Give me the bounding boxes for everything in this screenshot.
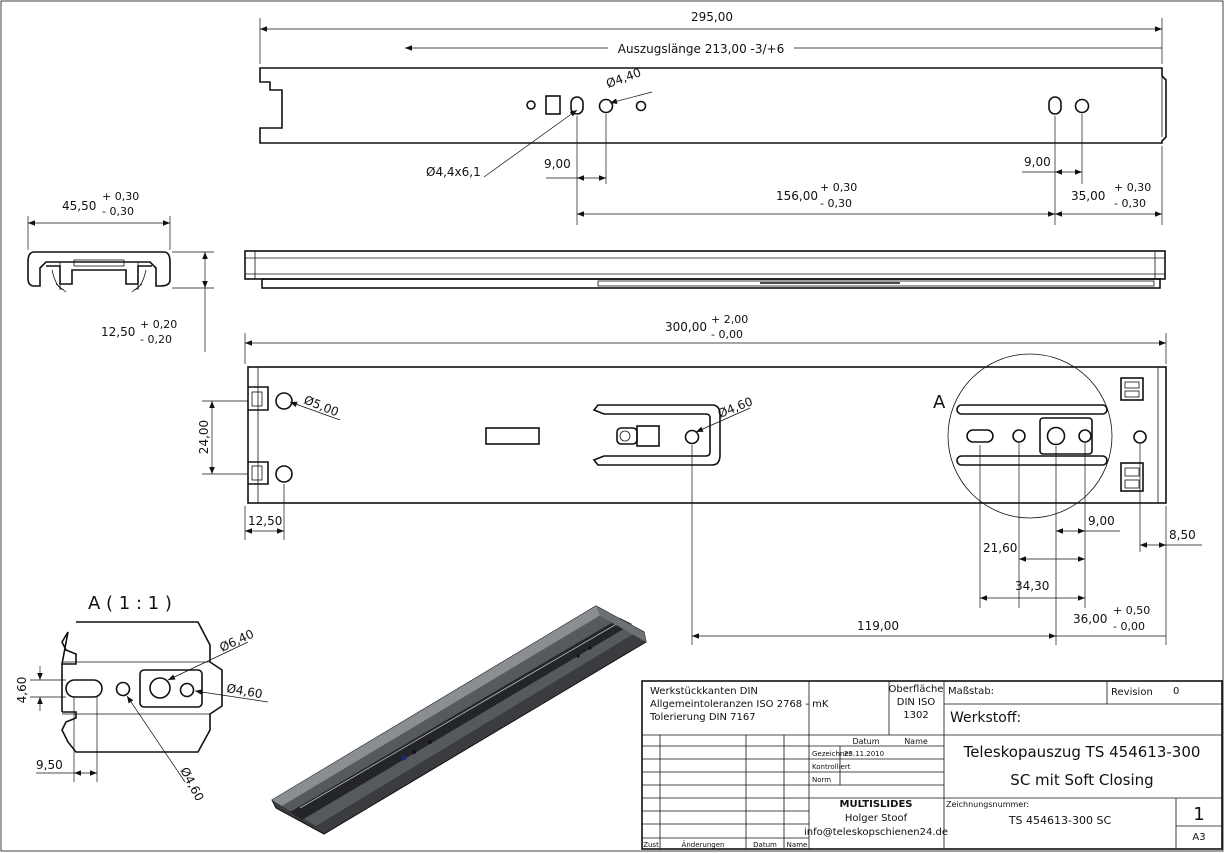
detail-phi-460-b: Ø4,60 bbox=[177, 765, 206, 804]
rect-window bbox=[485, 427, 540, 445]
detail-circle-a bbox=[947, 353, 1113, 519]
note-line-1: Werkstückkanten DIN bbox=[650, 686, 758, 697]
dim-300: 300,00 bbox=[665, 320, 707, 334]
dim-1250-tol-minus: - 0,20 bbox=[140, 333, 172, 346]
dim-850: 8,50 bbox=[1169, 528, 1196, 542]
dim-1250: 12,50 bbox=[101, 325, 135, 339]
detail-phi-640: Ø6,40 bbox=[217, 627, 256, 655]
dim-156-tol-plus: + 0,30 bbox=[820, 181, 857, 194]
detail-460: 4,60 bbox=[15, 677, 29, 704]
sheet-number: 1 bbox=[1193, 804, 1204, 825]
detail-title: A ( 1 : 1 ) bbox=[88, 593, 172, 614]
detail-a: A ( 1 : 1 ) Ø6,40 Ø4,60 Ø4,60 4,60 9,50 bbox=[15, 593, 269, 804]
note-line-2: Allgemeintoleranzen ISO 2768 - mK bbox=[650, 699, 829, 710]
dim-1250-bottom: 12,50 bbox=[248, 514, 282, 528]
oblong-hole bbox=[1048, 96, 1062, 115]
title-line-2: SC mit Soft Closing bbox=[1010, 771, 1153, 789]
isometric-view bbox=[271, 605, 647, 835]
footer-name: Name bbox=[787, 841, 808, 849]
person-name: Holger Stoof bbox=[845, 813, 908, 824]
hole-phi5 bbox=[275, 392, 293, 410]
scale-label: Maßstab: bbox=[948, 686, 994, 697]
dim-35: 35,00 bbox=[1071, 189, 1105, 203]
footer-date: Datum bbox=[753, 841, 777, 849]
drawing-number-label: Zeichnungsnummer: bbox=[946, 800, 1029, 809]
oblong-hole bbox=[570, 96, 584, 115]
dim-slot-size: Ø4,4x6,1 bbox=[426, 165, 481, 179]
dim-1250-tol-plus: + 0,20 bbox=[140, 318, 177, 331]
row-checked: Kontrolliert bbox=[812, 763, 851, 771]
dim-extension-length: Auszugslänge 213,00 -3/+6 bbox=[618, 42, 784, 56]
dim-24: 24,00 bbox=[197, 420, 211, 454]
dim-35-tol-plus: + 0,30 bbox=[1114, 181, 1151, 194]
dim-36-tol-plus: + 0,50 bbox=[1113, 604, 1150, 617]
dim-300-tol-minus: - 0,00 bbox=[711, 328, 743, 341]
dim-36: 36,00 bbox=[1073, 612, 1107, 626]
surface-value-2: 1302 bbox=[903, 710, 928, 721]
dim-phi-500: Ø5,00 bbox=[302, 393, 341, 420]
dim-35-tol-minus: - 0,30 bbox=[1114, 197, 1146, 210]
dim-9-right: 9,00 bbox=[1024, 155, 1051, 169]
dim-4550-tol-plus: + 0,30 bbox=[102, 190, 139, 203]
surface-label: Oberfläche bbox=[889, 684, 944, 695]
row-norm: Norm bbox=[812, 776, 831, 784]
dim-3430: 34,30 bbox=[1015, 579, 1049, 593]
dim-4550: 45,50 bbox=[62, 199, 96, 213]
title-block: Werkstückkanten DIN Allgemeintoleranzen … bbox=[641, 680, 1223, 850]
dim-156: 156,00 bbox=[776, 189, 818, 203]
row-drawn: Gezeichnet bbox=[812, 750, 852, 758]
dim-phi-440: Ø4,40 bbox=[604, 65, 643, 91]
revision-label: Revision bbox=[1111, 687, 1153, 698]
hole bbox=[526, 100, 536, 110]
row-drawn-date: 23.11.2010 bbox=[844, 750, 884, 758]
dim-9-bottom: 9,00 bbox=[1088, 514, 1115, 528]
hole bbox=[1074, 98, 1090, 114]
material-label: Werkstoff: bbox=[950, 710, 1021, 726]
col-name: Name bbox=[904, 737, 928, 746]
revision-value: 0 bbox=[1173, 686, 1179, 697]
front-view: 300,00 + 2,00 - 0,00 Ø5,00 Ø4,60 24,00 1… bbox=[197, 313, 1202, 645]
hole-phi5 bbox=[275, 465, 293, 483]
detail-phi-460-a: Ø4,60 bbox=[225, 681, 263, 701]
drawing-number: TS 454613-300 SC bbox=[1008, 814, 1112, 827]
dim-300-tol-plus: + 2,00 bbox=[711, 313, 748, 326]
soft-close-slot bbox=[592, 404, 721, 466]
dim-119: 119,00 bbox=[857, 619, 899, 633]
dim-phi-460: Ø4,60 bbox=[716, 394, 755, 421]
surface-value-1: DIN ISO bbox=[897, 697, 936, 708]
dim-2160: 21,60 bbox=[983, 541, 1017, 555]
dim-36-tol-minus: - 0,00 bbox=[1113, 620, 1145, 633]
company-email: info@teleskopschienen24.de bbox=[804, 827, 948, 838]
company-name: MULTISLIDES bbox=[840, 799, 913, 810]
sheet-format: A3 bbox=[1192, 832, 1205, 843]
dim-156-tol-minus: - 0,30 bbox=[820, 197, 852, 210]
dim-295: 295,00 bbox=[691, 10, 733, 24]
note-line-3: Tolerierung DIN 7167 bbox=[649, 712, 756, 723]
hole bbox=[598, 98, 614, 114]
detail-950: 9,50 bbox=[36, 758, 63, 772]
col-date: Datum bbox=[852, 737, 879, 746]
side-view bbox=[244, 250, 1166, 289]
dim-9-left: 9,00 bbox=[544, 157, 571, 171]
rect-slot bbox=[545, 95, 561, 115]
footer-changes: Änderungen bbox=[682, 840, 725, 849]
title-line-1: Teleskopauszug TS 454613-300 bbox=[963, 743, 1201, 761]
hole-phi460 bbox=[684, 429, 700, 445]
dim-4550-tol-minus: - 0,30 bbox=[102, 205, 134, 218]
detail-marker: A bbox=[933, 392, 946, 413]
top-view: 295,00 Auszugslänge 213,00 -3/+6 Ø4,40 Ø… bbox=[259, 8, 1167, 225]
footer-zust: Zust bbox=[643, 841, 659, 849]
hole bbox=[635, 100, 647, 112]
end-view: 45,50 + 0,30 - 0,30 12,50 + 0,20 - 0,20 bbox=[27, 190, 214, 352]
